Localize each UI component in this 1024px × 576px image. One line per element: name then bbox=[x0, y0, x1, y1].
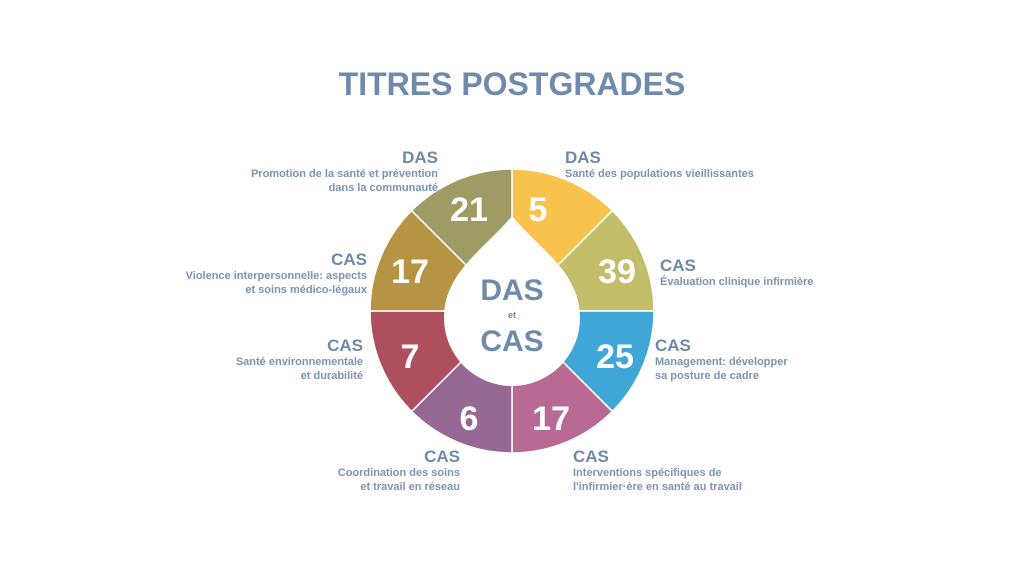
segment-value-4: 6 bbox=[460, 400, 479, 438]
segment-value-1: 39 bbox=[598, 253, 636, 291]
center-das: DAS bbox=[480, 274, 543, 307]
segment-value-6: 17 bbox=[391, 253, 429, 291]
segment-value-3: 17 bbox=[532, 400, 570, 438]
page-title: TITRES POSTGRADES bbox=[338, 66, 686, 102]
center-et: et bbox=[508, 310, 516, 320]
segment-value-0: 5 bbox=[529, 191, 548, 229]
segment-value-2: 25 bbox=[596, 338, 634, 376]
segment-value-5: 7 bbox=[401, 338, 420, 376]
center-cas: CAS bbox=[480, 325, 543, 358]
segment-value-7: 21 bbox=[450, 191, 488, 229]
center-drop bbox=[444, 216, 580, 386]
